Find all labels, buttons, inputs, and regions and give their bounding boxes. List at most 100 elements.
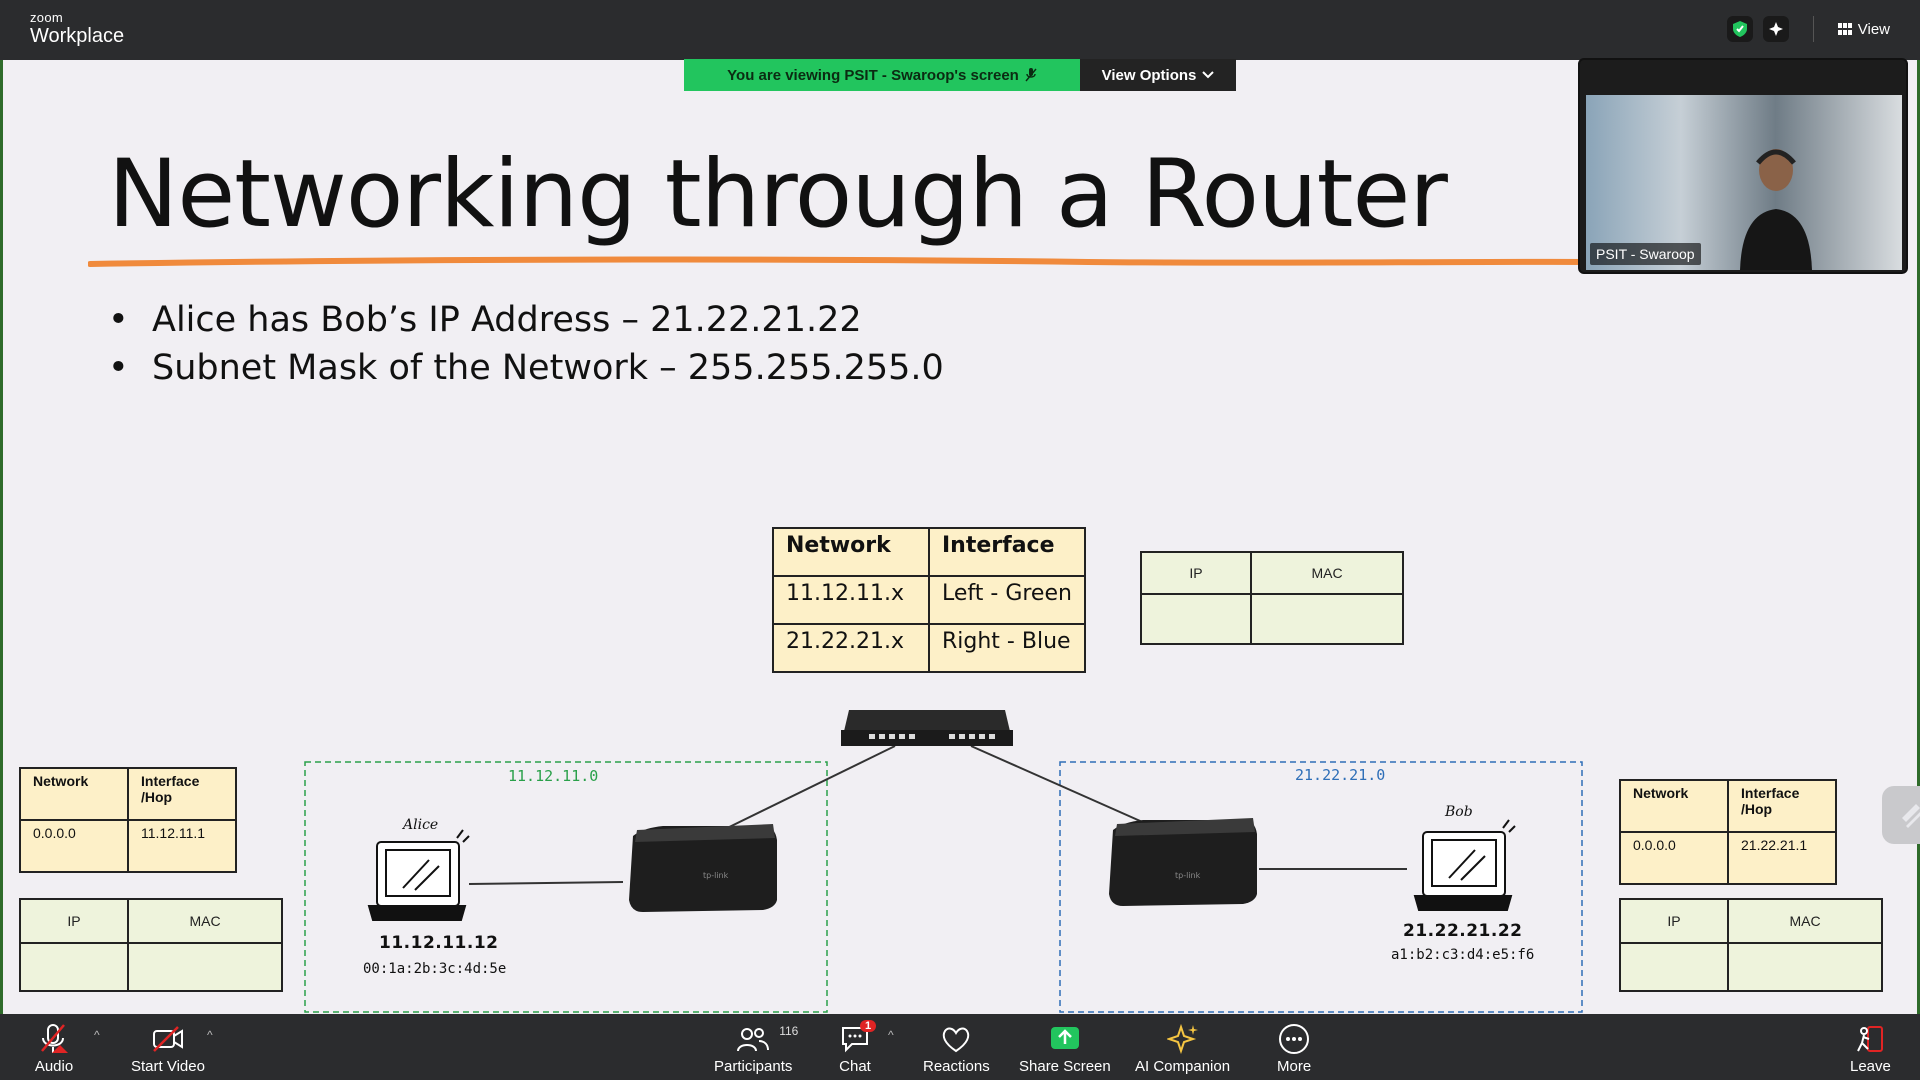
heart-icon [943,1027,970,1053]
view-label: View [1857,20,1890,38]
audio-label: Audio [34,1058,74,1075]
router-link-left [714,745,896,835]
share-screen-icon [1050,1027,1079,1049]
leave-icon [1857,1026,1884,1052]
viewing-banner: You are viewing PSIT - Swaroop's screen … [684,59,1236,91]
participants-label: Participants [714,1058,793,1075]
blue-network-box [1059,761,1583,1013]
participant-name: PSIT - Swaroop [1590,243,1701,265]
brand-big: Workplace [30,25,125,47]
chat-label: Chat [839,1058,871,1075]
table-cell: 21.22.21.1 [1727,831,1837,885]
svg-text:tp-link: tp-link [703,871,729,880]
chat-unread-badge: 1 [860,1020,877,1032]
meeting-toolbar: Audio ^ Start Video ^ 116 Participants 1… [0,1014,1920,1080]
audio-options-caret[interactable]: ^ [94,1028,100,1042]
zoom-logo: zoom Workplace [30,11,124,46]
green-network-label: 11.12.11.0 [508,767,599,785]
grid-icon [1837,23,1852,35]
view-button[interactable]: View [1837,20,1890,38]
network-diagram: tp-link tp-link [304,710,1583,1013]
participants-button[interactable]: 116 Participants [714,1022,798,1075]
more-icon [1279,1024,1310,1054]
table-header: Network [1619,779,1729,833]
table-header: MAC [127,898,283,944]
ai-sparkle-icon[interactable] [1762,16,1789,42]
alice-mac: 00:1a:2b:3c:4d:5e [363,961,507,977]
table-cell: 11.12.11.x [772,575,930,625]
table-cell: Left - Green [928,575,1086,625]
mic-muted-icon [41,1024,68,1053]
table-cell: 0.0.0.0 [1619,831,1729,885]
slide-title: Networking through a Router [108,140,1448,249]
bob-laptop-icon [1413,819,1516,911]
blue-network-label: 21.22.21.0 [1295,766,1386,784]
chat-options-caret[interactable]: ^ [888,1028,894,1042]
table-cell: 21.22.21.x [772,623,930,673]
shared-screen: Networking through a Router Alice has Bo… [3,60,1917,1014]
bob-ip: 21.22.21.22 [1403,921,1523,941]
table-header: IP [1140,551,1252,595]
alice-laptop-icon [367,829,470,921]
ai-companion-button[interactable]: AI Companion [1135,1022,1230,1075]
chevron-down-icon [1202,71,1215,79]
reactions-button[interactable]: Reactions [923,1022,990,1075]
video-options-caret[interactable]: ^ [207,1028,213,1042]
ai-companion-icon [1166,1023,1198,1055]
leave-button[interactable]: Leave [1850,1022,1891,1075]
reactions-label: Reactions [923,1058,990,1075]
table-cell: Right - Blue [928,623,1086,673]
table-cell: 0.0.0.0 [19,819,129,873]
table-header: Interface /Hop [1727,779,1837,833]
encryption-shield-icon[interactable] [1726,16,1753,42]
more-label: More [1277,1058,1312,1075]
leave-label: Leave [1850,1058,1891,1075]
bullet-item: Subnet Mask of the Network – 255.255.255… [108,348,944,396]
ai-companion-label: AI Companion [1135,1058,1231,1075]
svg-text:tp-link: tp-link [1175,871,1201,880]
participants-icon [737,1028,770,1052]
participant-video-tile[interactable]: PSIT - Swaroop [1578,58,1908,274]
green-network-box [304,761,828,1013]
table-header: Network [19,767,129,821]
bob-mac: a1:b2:c3:d4:e5:f6 [1391,947,1535,963]
table-cell: 11.12.11.1 [127,819,237,873]
participant-avatar [1740,149,1812,270]
mic-off-icon [1025,68,1037,82]
viewing-status: You are viewing PSIT - Swaroop's screen [684,59,1080,91]
chat-button[interactable]: 1 Chat [838,1020,877,1075]
alice-link [468,881,624,885]
left-switch-icon: tp-link [629,824,777,912]
alice-name: Alice [403,817,439,833]
alice-ip: 11.12.11.12 [379,933,499,953]
title-underline [88,256,1608,267]
start-video-label: Start Video [131,1058,205,1075]
start-video-button[interactable]: Start Video [131,1022,205,1075]
floating-widget-button[interactable] [1882,786,1920,844]
table-header: Interface [928,527,1086,577]
viewing-text: You are viewing PSIT - Swaroop's screen [727,66,1019,84]
bob-name: Bob [1445,804,1473,820]
participants-count: 116 [779,1024,799,1038]
router-icon [841,710,1013,746]
table-header: MAC [1250,551,1404,595]
top-bar: zoom Workplace View [0,0,1920,60]
table-header: IP [19,898,129,944]
participant-video [1586,95,1902,270]
bullet-list: Alice has Bob’s IP Address – 21.22.21.22… [108,300,944,396]
audio-button[interactable]: Audio [34,1022,74,1075]
brand-small: zoom [30,10,63,25]
more-button[interactable]: More [1277,1022,1311,1075]
table-header: MAC [1727,898,1883,944]
table-header: Interface /Hop [127,767,237,821]
share-screen-button[interactable]: Share Screen [1019,1022,1111,1075]
app-widget-icon [1902,804,1920,828]
right-switch-icon: tp-link [1109,818,1257,906]
view-options-button[interactable]: View Options [1080,59,1236,91]
video-off-icon [152,1026,183,1052]
